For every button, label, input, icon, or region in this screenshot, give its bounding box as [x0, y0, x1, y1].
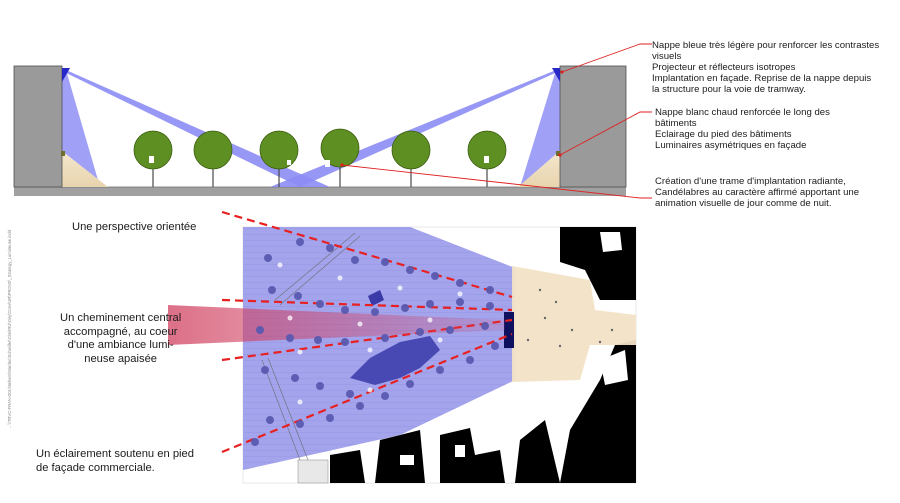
tree-icon	[193, 130, 233, 187]
annotation-line: Création d'une trame d'implantation radi…	[655, 176, 846, 187]
projector-right-icon	[552, 68, 560, 82]
label-perspective: Une perspective orientée	[72, 221, 196, 235]
annotation-line: Eclairage du pied des bâtiments	[655, 129, 792, 140]
warm-light-left	[62, 154, 108, 187]
label-line: Une perspective orientée	[72, 221, 197, 233]
street-section	[13, 65, 627, 196]
file-path-side-text: ...\\TRVC-FRAN-D01\Mehem\Mardeo\Schwille…	[7, 229, 12, 428]
building-right	[559, 65, 627, 188]
label-line: accompagné, au coeur	[63, 325, 178, 338]
annotation-line: Nappe blanc chaud renforcée le long des	[655, 107, 830, 118]
annotation-line: Nappe bleue très légère pour renforcer l…	[652, 40, 880, 51]
annotation-line: Implantation en façade. Reprise de la na…	[652, 73, 872, 84]
tree-icon	[467, 130, 507, 187]
annotation-warm-nappe: Nappe blanc chaud renforcée le long des …	[655, 107, 890, 151]
building-left	[13, 65, 63, 188]
tree-icon	[133, 130, 173, 187]
annotation-line: la structure pour la voie de tramway.	[652, 84, 806, 95]
tree-row	[133, 128, 507, 187]
tree-icon	[391, 130, 431, 187]
annotation-line: Luminaires asymétriques en façade	[655, 140, 807, 151]
label-line: Un éclairement soutenu en pied	[36, 448, 194, 460]
annotation-line: animation visuelle de jour comme de nuit…	[655, 198, 832, 209]
label-facade-lighting: Un éclairement soutenu en pied de façade…	[36, 448, 194, 475]
annotation-line: Candélabres au caractère affirmé apporta…	[655, 187, 860, 198]
warm-light-zone	[512, 266, 636, 382]
annotation-blue-nappe: Nappe bleue très légère pour renforcer l…	[652, 40, 897, 95]
annotation-line: Projecteur et réflecteurs isotropes	[652, 62, 796, 73]
label-line: Un cheminement central	[60, 312, 182, 324]
label-line: de façade commerciale.	[36, 461, 155, 474]
blue-light-cone-right	[520, 70, 562, 187]
plan-view	[168, 210, 637, 484]
blue-light-cone-left	[60, 70, 330, 187]
label-line: neuse apaisée	[84, 352, 158, 365]
annotation-radiant-grid: Création d'une trame d'implantation radi…	[655, 176, 893, 209]
blue-light-zone	[243, 227, 515, 470]
tree-icon	[320, 128, 360, 187]
tree-icon	[259, 130, 299, 187]
annotation-line: visuels	[652, 51, 682, 62]
street-ground	[14, 187, 626, 196]
annotation-line: bâtiments	[655, 118, 697, 129]
warm-light-right	[518, 154, 560, 187]
facade-luminaire-right-icon	[556, 151, 560, 156]
central-path-beam	[168, 305, 505, 345]
facade-luminaire-left-icon	[61, 151, 65, 156]
projector-left-icon	[62, 68, 70, 82]
label-line: d'une ambiance lumi-	[67, 339, 174, 351]
annotation-leaders	[341, 43, 652, 199]
label-central-path: Un cheminement central accompagné, au co…	[60, 312, 181, 366]
plan-trees	[251, 238, 499, 446]
